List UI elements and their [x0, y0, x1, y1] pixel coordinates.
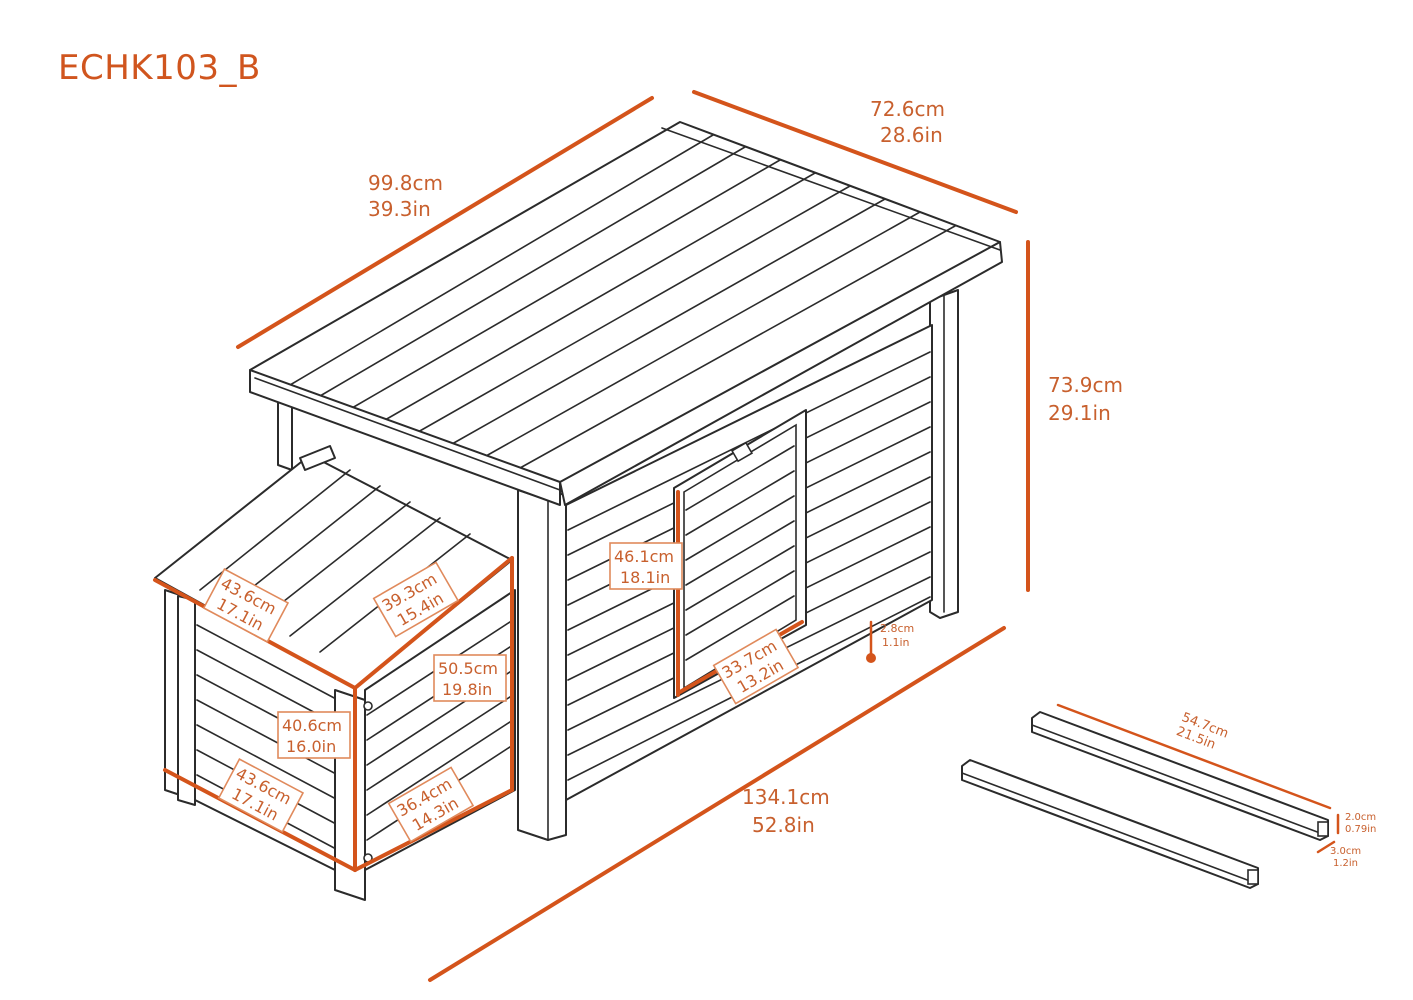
door: [673, 409, 807, 699]
label-door-height: 46.1cm 18.1in: [609, 542, 683, 590]
label-rail-width: 3.0cm 1.2in: [1330, 846, 1361, 869]
svg-text:19.8in: 19.8in: [442, 680, 492, 699]
svg-text:29.1in: 29.1in: [1048, 401, 1111, 425]
svg-text:39.3in: 39.3in: [368, 197, 431, 221]
svg-text:52.8in: 52.8in: [752, 813, 815, 837]
model-title: ECHK103_B: [58, 48, 261, 88]
label-overall-depth: 99.8cm 39.3in: [368, 171, 443, 221]
svg-text:99.8cm: 99.8cm: [368, 171, 443, 195]
label-leg-height: 2.8cm 1.1in: [880, 622, 914, 649]
main-house-drawing: [249, 121, 1003, 841]
svg-text:0.79in: 0.79in: [1345, 824, 1376, 835]
svg-text:72.6cm: 72.6cm: [870, 97, 945, 121]
label-nest-base-side: 36.4cm 14.3in: [387, 766, 475, 843]
svg-text:134.1cm: 134.1cm: [742, 785, 830, 809]
svg-text:1.2in: 1.2in: [1333, 858, 1358, 869]
svg-text:40.6cm: 40.6cm: [282, 716, 342, 735]
label-overall-length: 134.1cm 52.8in: [742, 785, 830, 837]
label-overall-height: 73.9cm 29.1in: [1048, 373, 1123, 425]
main-roof: [249, 121, 1003, 506]
label-nest-height-back: 50.5cm 19.8in: [433, 654, 507, 702]
svg-text:28.6in: 28.6in: [880, 123, 943, 147]
svg-text:73.9cm: 73.9cm: [1048, 373, 1123, 397]
label-overall-width: 72.6cm 28.6in: [870, 97, 945, 147]
svg-text:2.0cm: 2.0cm: [1345, 812, 1376, 823]
label-rail-length: 54.7cm 21.5in: [1174, 710, 1230, 753]
svg-text:18.1in: 18.1in: [620, 568, 670, 587]
svg-text:1.1in: 1.1in: [882, 636, 910, 649]
label-nest-height-front: 40.6cm 16.0in: [277, 711, 351, 759]
rails-drawing: [961, 711, 1329, 889]
svg-text:46.1cm: 46.1cm: [614, 547, 674, 566]
svg-text:16.0in: 16.0in: [286, 737, 336, 756]
svg-text:50.5cm: 50.5cm: [438, 659, 498, 678]
label-rail-height: 2.0cm 0.79in: [1345, 812, 1376, 835]
svg-text:3.0cm: 3.0cm: [1330, 846, 1361, 857]
svg-text:2.8cm: 2.8cm: [880, 622, 914, 635]
